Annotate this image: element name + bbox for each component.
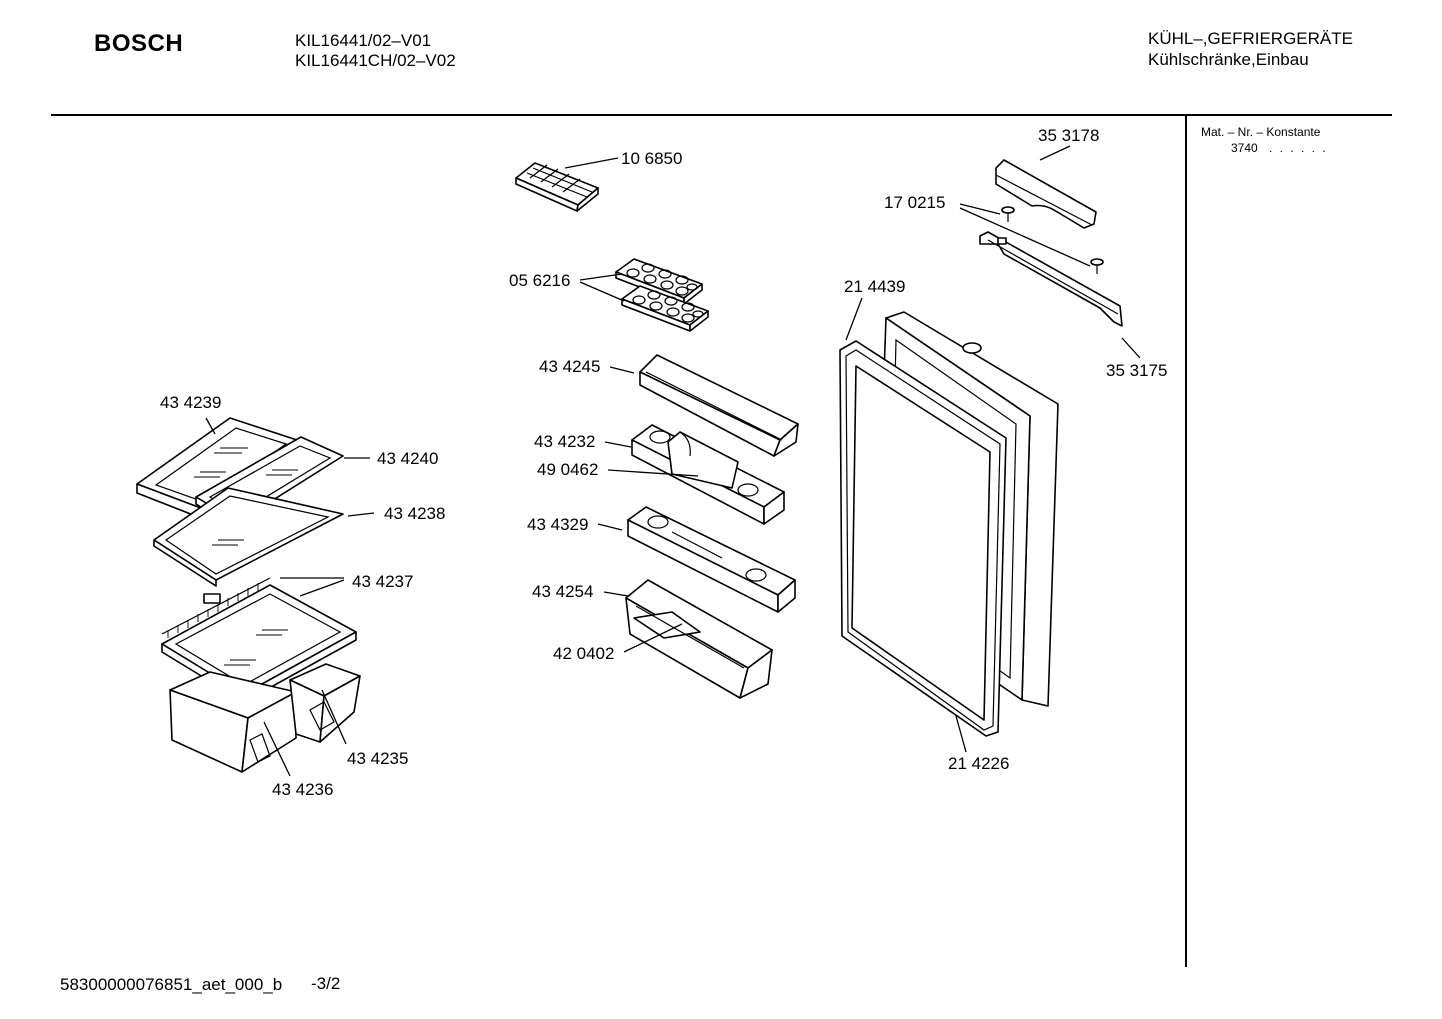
part-label-490462: 49 0462 [537,460,598,479]
crisper-drawer-left-drawing [169,671,297,773]
sidebar-divider [1185,116,1187,967]
header-divider [51,114,1392,116]
category-title: KÜHL–,GEFRIERGERÄTE [1148,29,1353,48]
part-label-434235: 43 4235 [347,749,408,768]
screw-upper-drawing [1001,206,1015,222]
crisper-drawer-right-drawing [289,663,361,743]
model-number-1: KIL16441/02–V01 [295,31,432,50]
bottle-shelf-drawing [625,579,773,699]
part-label-434232: 43 4232 [534,432,595,451]
hinge-cover-drawing [995,159,1097,229]
subcategory-title: Kühlschränke,Einbau [1148,50,1309,69]
part-label-434240: 43 4240 [377,449,438,468]
part-label-434254: 43 4254 [532,582,593,601]
screw-lower-drawing [1090,258,1104,274]
part-label-434245: 43 4245 [539,357,600,376]
document-id: 58300000076851_aet_000_b [60,975,283,994]
part-label-353175: 35 3175 [1106,361,1167,380]
part-label-353178: 35 3178 [1038,126,1099,145]
part-label-056216: 05 6216 [509,271,570,290]
glass-shelf-drawing [153,487,344,587]
page-number: -3/2 [311,974,341,993]
part-label-214226: 21 4226 [948,754,1009,773]
part-label-434239: 43 4239 [160,393,221,412]
holder-drawing [627,506,796,613]
part-label-434329: 43 4329 [527,515,588,534]
part-label-214439: 21 4439 [844,277,905,296]
leader-lines [205,145,1141,777]
mat-nr-label: Mat. – Nr. – Konstante [1201,125,1321,139]
crisper-cover-shelf-drawing [161,577,357,703]
part-label-106850: 10 6850 [621,149,682,168]
part-label-434238: 43 4238 [384,504,445,523]
mat-nr-value: 3740 [1231,141,1258,155]
door-gasket-drawing [839,340,1007,737]
part-labels: 10 6850 05 6216 43 4245 43 4232 49 0462 … [160,126,1167,799]
brand-logo: BOSCH [94,30,184,57]
door-shelf-drawing [639,354,799,457]
model-number-2: KIL16441CH/02–V02 [295,51,456,70]
ice-cube-tray-drawing [515,162,599,212]
part-label-170215: 17 0215 [884,193,945,212]
hinge-bracket-drawing [979,231,1123,327]
butter-compartment-drawing [631,424,785,525]
part-label-434237: 43 4237 [352,572,413,591]
egg-tray-lower-drawing [621,285,709,332]
mat-nr-dots: . . . . . . [1269,141,1328,155]
part-label-434236: 43 4236 [272,780,333,799]
part-label-420402: 42 0402 [553,644,614,663]
